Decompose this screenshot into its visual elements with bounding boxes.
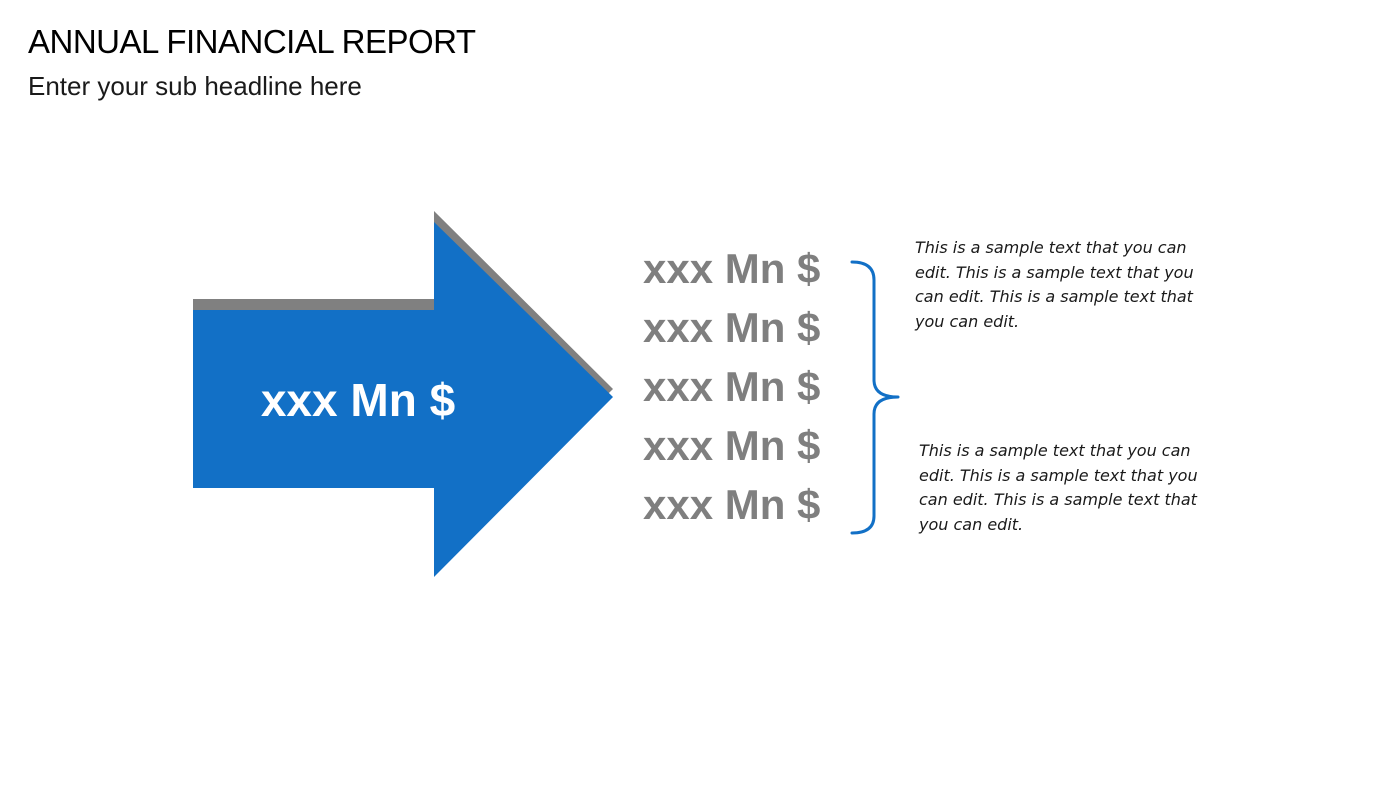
slide-subtitle: Enter your sub headline here [28, 71, 362, 101]
sample-text-top: This is a sample text that you can edit.… [915, 238, 1194, 331]
value-item: xxx Mn $ [643, 245, 821, 292]
value-item: xxx Mn $ [643, 304, 821, 351]
value-item: xxx Mn $ [643, 363, 821, 410]
sample-text-bottom: This is a sample text that you can edit.… [919, 441, 1198, 534]
value-item: xxx Mn $ [643, 422, 821, 469]
value-item: xxx Mn $ [643, 481, 821, 528]
arrow-value-label: xxx Mn $ [260, 374, 456, 426]
curly-brace [850, 260, 900, 535]
slide-title: ANNUAL FINANCIAL REPORT [28, 23, 476, 60]
arrow-shape [193, 222, 613, 577]
value-list: xxx Mn $ xxx Mn $ xxx Mn $ xxx Mn $ xxx … [643, 239, 843, 534]
